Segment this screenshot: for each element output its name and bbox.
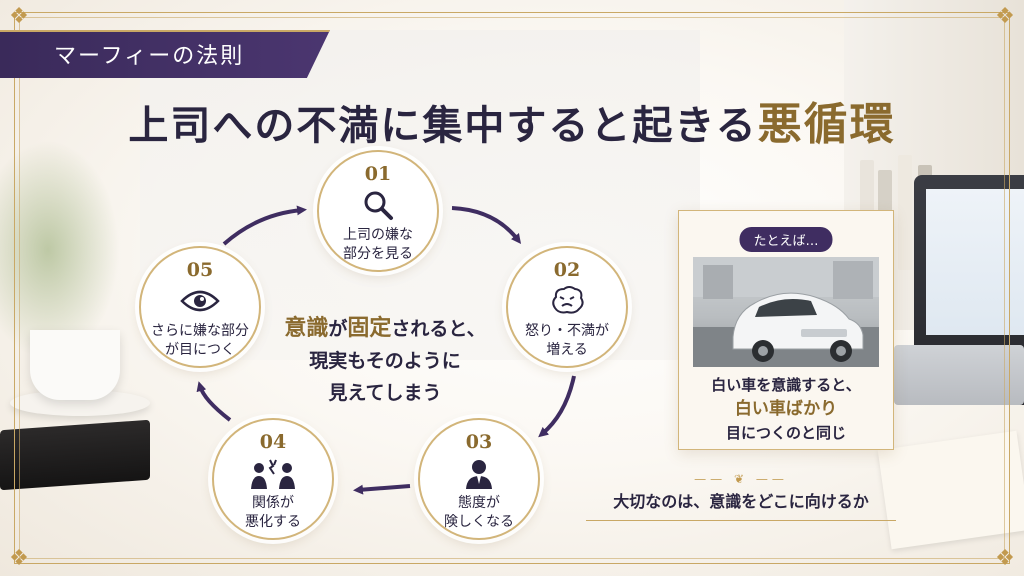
page-title: 上司への不満に集中すると起きる悪循環 [0, 88, 1024, 152]
corner-ornament-icon: ❖ [995, 546, 1015, 571]
magnifier-icon [361, 188, 395, 222]
center-highlight-2: 固定 [347, 315, 392, 341]
node-text: さらに嫌な部分 が目につく [151, 323, 249, 358]
example-text: 白い車を意識すると、 白い車ばかり 目につくのと同じ [679, 373, 893, 445]
title-accent: 悪循環 [757, 99, 896, 150]
node-text: 関係が 悪化する [245, 495, 301, 530]
node-number: 05 [186, 259, 214, 281]
conflict-people-icon [250, 456, 296, 490]
node-number: 03 [465, 431, 493, 453]
cycle-node-05: 05 さらに嫌な部分 が目につく [139, 246, 261, 368]
notebook-decoration [0, 419, 150, 491]
center-highlight-1: 意識 [284, 315, 329, 341]
corner-ornament-icon: ❖ [9, 4, 29, 29]
example-card: たとえば… 白い車を意識すると、 白い車ばかり 目につくのと同じ [678, 210, 894, 450]
angry-face-icon [549, 284, 585, 318]
corner-ornament-icon: ❖ [995, 4, 1015, 29]
center-line-1: 意識が固定されると、 [250, 312, 520, 345]
cycle-node-03: 03 態度が 険しくなる [418, 418, 540, 540]
node-text: 態度が 険しくなる [444, 495, 514, 530]
example-line-3: 目につくのと同じ [725, 424, 846, 442]
cycle-node-02: 02 怒り・不満が 増える [506, 246, 628, 368]
bottom-rule [586, 520, 896, 521]
node-number: 02 [553, 259, 581, 281]
corner-ornament-icon: ❖ [9, 546, 29, 571]
ornament-divider-icon: —— ❦ —— [694, 472, 788, 486]
node-text: 怒り・不満が 増える [525, 323, 609, 358]
center-text-rest: されると、 [391, 318, 486, 340]
center-line-2: 現実もそのように [309, 350, 461, 372]
title-main: 上司への不満に集中すると起きる [128, 102, 758, 149]
eye-icon [180, 284, 220, 318]
paper-decoration [877, 430, 1024, 550]
example-line-1: 白い車を意識すると、 [711, 376, 861, 394]
node-number: 04 [259, 431, 287, 453]
person-icon [462, 456, 496, 490]
coffee-cup-decoration [30, 330, 120, 400]
white-car-photo [693, 257, 879, 367]
bottom-note: 大切なのは、意識をどこに向けるか [613, 492, 869, 511]
laptop-decoration [894, 175, 1024, 405]
ribbon-label: マーフィーの法則 [54, 44, 245, 69]
center-line-3: 見えてしまう [328, 382, 442, 404]
center-text-mid: が [328, 318, 348, 340]
cycle-center-text: 意識が固定されると、 現実もそのように 見えてしまう [250, 312, 520, 409]
node-text: 上司の嫌な 部分を見る [343, 227, 413, 262]
cycle-node-01: 01 上司の嫌な 部分を見る [317, 150, 439, 272]
section-ribbon: マーフィーの法則 [0, 30, 330, 78]
example-tag: たとえば… [739, 227, 833, 252]
example-line-2: 白い車ばかり [734, 399, 838, 419]
node-number: 01 [364, 163, 392, 185]
cycle-node-04: 04 関係が 悪化する [212, 418, 334, 540]
plant-decoration [0, 140, 120, 360]
